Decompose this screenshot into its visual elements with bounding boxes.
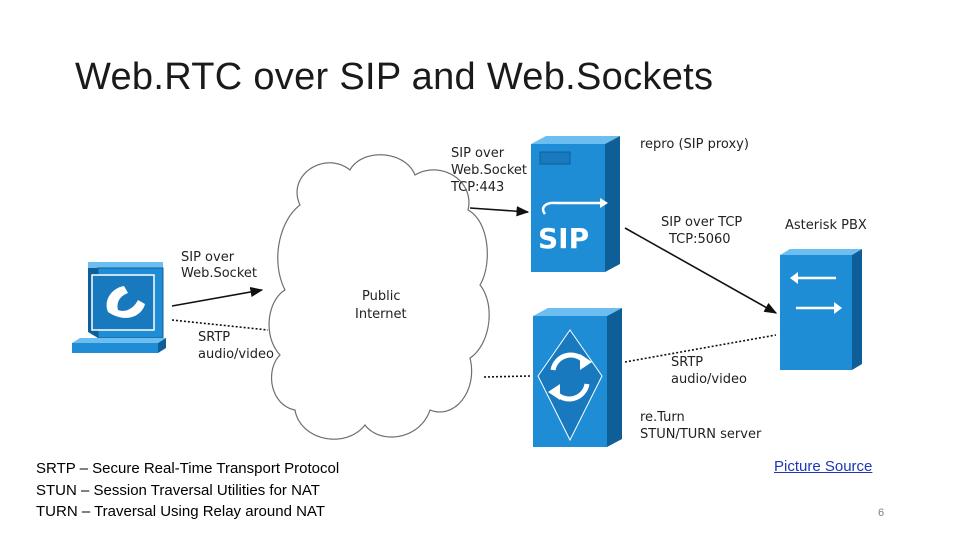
cloud-icon: [268, 154, 490, 440]
asterisk-label: Asterisk PBX: [785, 218, 867, 233]
turn-label-line1: re.Turn: [640, 410, 685, 425]
page-title: Web.RTC over SIP and Web.Sockets: [75, 56, 714, 98]
client-srtp-line: [171, 319, 269, 331]
client-srtp-label-line1: SRTP: [198, 330, 230, 345]
turn-srtp-label-line1: SRTP: [671, 355, 703, 370]
sip-logo: SIP: [538, 198, 608, 255]
turn-server: [533, 308, 622, 447]
asterisk-pbx: [780, 249, 862, 370]
turn-srtp-label-line2: audio/video: [671, 372, 747, 387]
client-sip-label-line1: SIP over: [181, 250, 235, 265]
proxy-to-asterisk-arrow: [624, 227, 778, 314]
phone-icon: [106, 286, 145, 318]
internet-label-line2: Internet: [355, 307, 407, 322]
client-sip-label-line2: Web.Socket: [181, 266, 257, 281]
glossary: SRTP – Secure Real-Time Transport Protoc…: [36, 458, 339, 523]
sip-proxy-server: [531, 136, 620, 272]
internet-label-line1: Public: [362, 289, 400, 304]
proxy-sip-label-line1: SIP over: [451, 146, 505, 161]
client-sip-arrow: [171, 286, 264, 307]
client-srtp-label-line2: audio/video: [198, 347, 274, 362]
sip-logo-text: SIP: [538, 222, 589, 255]
sip-tcp-label-line2: TCP:5060: [668, 232, 731, 247]
turn-label-line2: STUN/TURN server: [640, 427, 762, 442]
repro-label: repro (SIP proxy): [640, 137, 749, 152]
client-computer: [72, 262, 166, 353]
internet-to-turn-line: [483, 375, 531, 378]
sip-tcp-label-line1: SIP over TCP: [661, 215, 742, 230]
page-number: 6: [878, 507, 885, 519]
picture-source-link[interactable]: Picture Source: [774, 458, 873, 475]
glossary-turn: TURN – Traversal Using Relay around NAT: [36, 503, 325, 520]
proxy-sip-label-line2: Web.Socket: [451, 163, 527, 178]
glossary-stun: STUN – Session Traversal Utilities for N…: [36, 481, 320, 499]
arrows-icon: [790, 272, 842, 314]
turn-to-asterisk-line: [624, 334, 777, 363]
glossary-srtp: SRTP – Secure Real-Time Transport Protoc…: [36, 460, 340, 477]
sync-icon: [548, 352, 592, 402]
proxy-sip-label-line3: TCP:443: [450, 180, 504, 195]
internet-to-proxy-arrow: [469, 206, 530, 217]
